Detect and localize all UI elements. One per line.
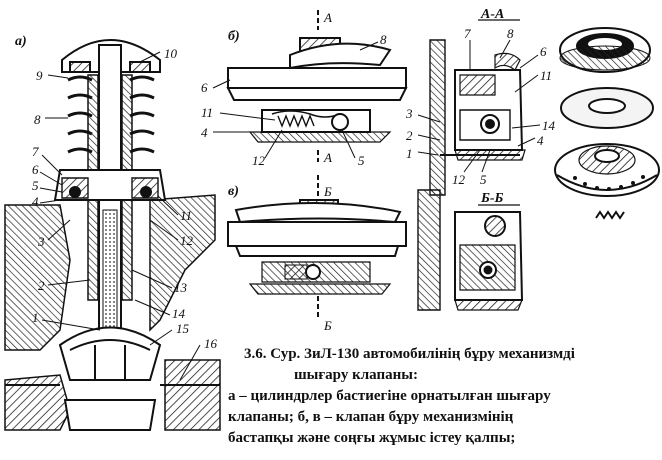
svg-text:6: 6 <box>201 80 208 95</box>
svg-text:8: 8 <box>34 112 41 127</box>
section-aa-callouts: 7 8 6 11 3 2 1 14 4 12 5 <box>405 26 556 187</box>
svg-text:11: 11 <box>540 68 552 83</box>
svg-text:15: 15 <box>176 321 190 336</box>
svg-text:3: 3 <box>37 234 45 249</box>
svg-text:4: 4 <box>201 125 208 140</box>
svg-text:16: 16 <box>204 336 218 351</box>
section-mark-a-bottom: А <box>323 150 332 165</box>
panel-a-valve-assembly <box>4 39 221 431</box>
svg-text:7: 7 <box>32 144 39 159</box>
svg-text:9: 9 <box>36 68 43 83</box>
caption-line-1: 3.6. Сур. ЗиЛ-130 автомобилінің бұру мех… <box>244 346 575 362</box>
svg-text:14: 14 <box>172 306 186 321</box>
panel-b-leaders <box>212 41 379 159</box>
svg-text:6: 6 <box>540 44 547 59</box>
section-mark-a-top: А <box>323 10 332 25</box>
panel-v-rotator-final <box>227 175 407 320</box>
section-mark-b-top: Б <box>323 184 332 199</box>
svg-text:5: 5 <box>32 178 39 193</box>
svg-text:11: 11 <box>180 208 192 223</box>
svg-text:1: 1 <box>32 310 39 325</box>
caption-line-4: клапаны; б, в – клапан бұру механизмінің <box>228 409 514 425</box>
caption-line-2: шығару клапаны: <box>294 367 418 383</box>
caption-line-5: бастапқы және соңғы жұмыс істеу қалпы; <box>228 430 516 446</box>
svg-text:5: 5 <box>480 172 487 187</box>
section-bb <box>417 189 524 311</box>
section-label-bb: Б-Б <box>480 191 504 206</box>
svg-text:5: 5 <box>358 153 365 168</box>
panel-label-v: в) <box>228 184 239 199</box>
section-mark-b-bottom: Б <box>323 318 332 333</box>
svg-text:8: 8 <box>380 32 387 47</box>
panel-b-callouts: 8 6 11 4 12 5 <box>201 32 387 168</box>
svg-text:11: 11 <box>201 105 213 120</box>
svg-text:13: 13 <box>174 280 188 295</box>
svg-text:6: 6 <box>32 162 39 177</box>
section-aa <box>429 19 526 196</box>
svg-text:1: 1 <box>406 146 413 161</box>
panel-a-leaders <box>39 51 201 381</box>
caption-line-3: а – цилиндрлер бастиегіне орнатылған шығ… <box>228 388 551 404</box>
svg-text:2: 2 <box>406 128 413 143</box>
svg-text:12: 12 <box>180 233 194 248</box>
figure-caption: 3.6. Сур. ЗиЛ-130 автомобилінің бұру мех… <box>228 344 658 449</box>
exploded-parts <box>554 27 660 220</box>
svg-text:7: 7 <box>464 26 471 41</box>
svg-text:10: 10 <box>164 46 178 61</box>
section-aa-leaders <box>417 39 541 173</box>
svg-text:8: 8 <box>507 26 514 41</box>
panel-label-b: б) <box>228 29 240 44</box>
svg-text:14: 14 <box>542 118 556 133</box>
panel-b-rotator-initial <box>226 10 408 162</box>
svg-text:4: 4 <box>537 133 544 148</box>
panel-label-a: а) <box>15 34 27 49</box>
svg-text:2: 2 <box>38 278 45 293</box>
svg-text:12: 12 <box>452 172 466 187</box>
svg-text:4: 4 <box>32 194 39 209</box>
svg-text:12: 12 <box>252 153 266 168</box>
svg-text:3: 3 <box>405 106 413 121</box>
panel-a-callouts: 10 9 8 7 6 5 4 3 2 1 11 12 13 14 15 16 <box>32 46 218 351</box>
section-label-aa: А-А <box>480 7 504 22</box>
